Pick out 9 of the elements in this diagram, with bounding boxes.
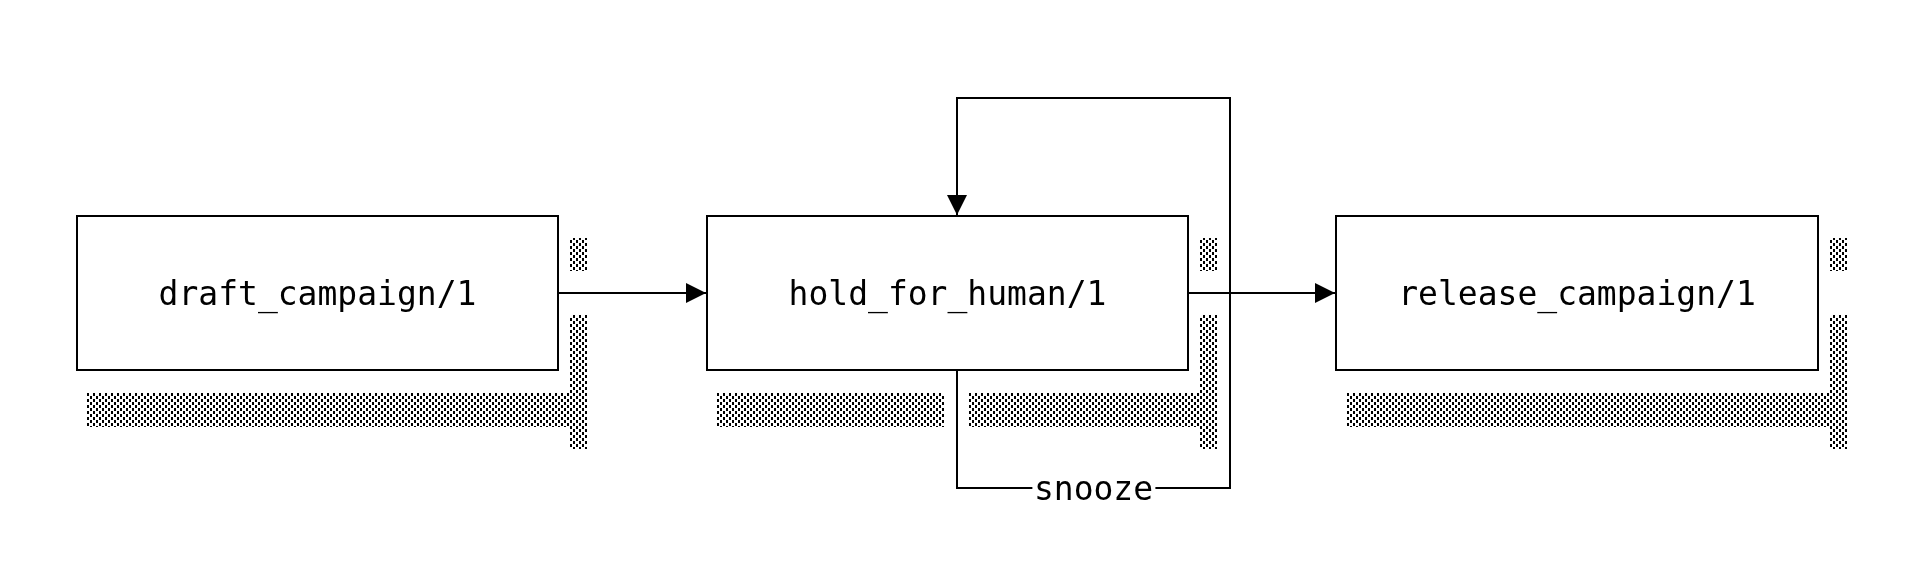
box-label: hold_for_human/1: [788, 273, 1107, 313]
box-label: draft_campaign/1: [158, 273, 477, 313]
arrow: [947, 97, 1231, 489]
process-box: [76, 215, 559, 371]
box-label: release_campaign/1: [1398, 273, 1756, 313]
process-box: [706, 215, 1189, 371]
process-box: [1335, 215, 1819, 371]
arrow: [558, 283, 707, 303]
arrow: [1188, 283, 1336, 303]
